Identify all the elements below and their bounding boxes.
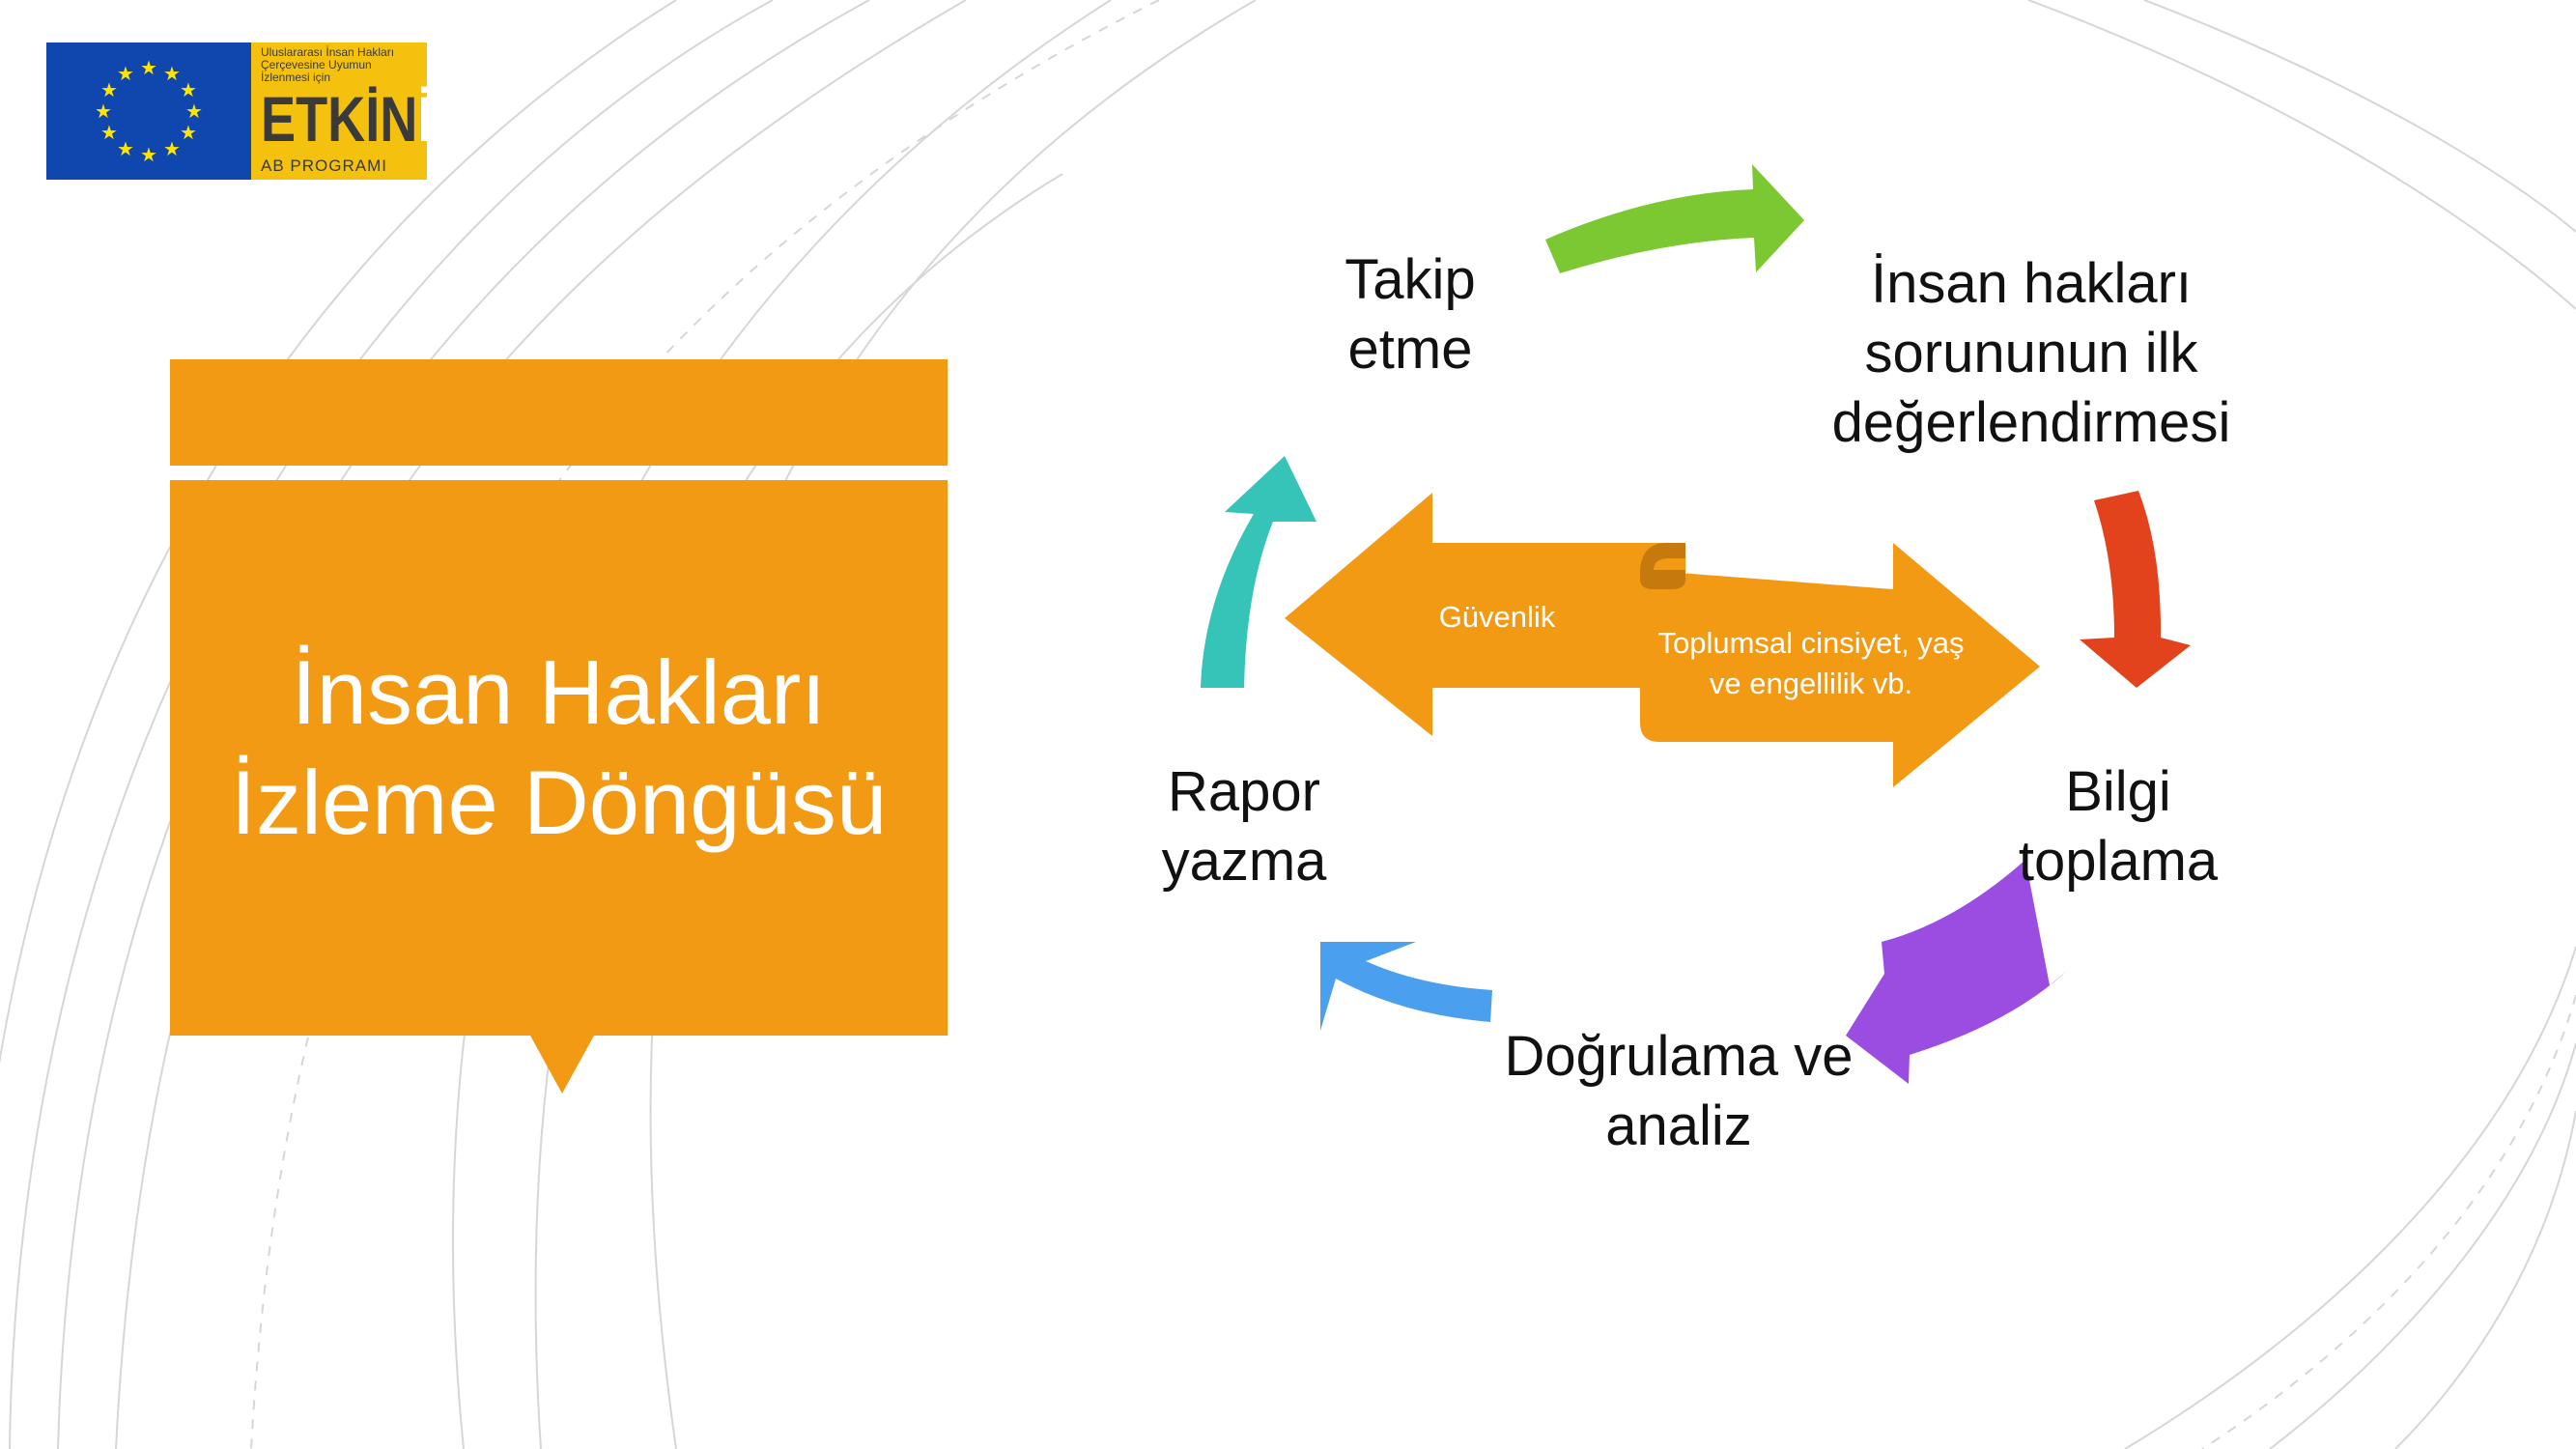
cycle-step-verification-analysis: Doğrulama ve analiz (1504, 1025, 1854, 1157)
svg-text:★: ★ (140, 143, 157, 166)
svg-text:★: ★ (117, 62, 134, 85)
svg-text:★: ★ (95, 99, 112, 123)
logo-brand-accent: İZ (417, 83, 427, 155)
cycle-arrow-icon-purple (1846, 860, 2067, 1084)
svg-text:★: ★ (100, 121, 118, 144)
svg-text:★: ★ (180, 121, 197, 144)
svg-text:★: ★ (163, 62, 181, 85)
cycle-step-follow-up: Takip etme (1345, 248, 1476, 381)
center-left-arrow (1285, 493, 1685, 736)
center-right-arrow-label: Toplumsal cinsiyet, yaş ve engellilik vb… (1657, 626, 1965, 700)
svg-text:★: ★ (117, 137, 134, 160)
eu-flag-icon: ★ ★ ★ ★ ★ ★ ★ ★ ★ ★ ★ ★ (46, 43, 251, 180)
cycle-step-information-gathering: Bilgi toplama (2018, 760, 2219, 893)
title-card (170, 480, 948, 1036)
page-title-line-1: İnsan Hakları (291, 641, 827, 743)
logo-tagline-3: İzlenmesi için (261, 71, 331, 84)
cycle-arrow-icon-red (2080, 491, 2191, 688)
logo-tagline-1: Uluslararası İnsan Hakları (261, 45, 395, 59)
title-card-pointer (530, 1036, 594, 1094)
cycle-arrow-icon-green (1545, 164, 1804, 273)
center-left-arrow-label: Güvenlik (1438, 600, 1556, 634)
logo-panel: Uluslararası İnsan Hakları Çerçevesine U… (251, 43, 427, 180)
logo-tagline-2: Çerçevesine Uyumun (261, 58, 372, 71)
svg-text:★: ★ (163, 137, 181, 160)
cycle-step-initial-assessment: İnsan hakları sorununun ilk değerlendirm… (1831, 252, 2231, 454)
logo-brand-main: ETKİN (261, 83, 418, 155)
svg-text:★: ★ (140, 56, 157, 79)
svg-text:★: ★ (100, 78, 118, 101)
logo-brand: ETKİNİZ (261, 87, 427, 151)
etkiniz-logo: ★ ★ ★ ★ ★ ★ ★ ★ ★ ★ ★ ★ Uluslararası İns… (46, 43, 427, 180)
cycle-arrow-icon-blue (1320, 942, 1492, 1031)
page-title-line-2: İzleme Döngüsü (230, 752, 888, 853)
title-accent-strip (170, 359, 948, 466)
svg-text:★: ★ (180, 78, 197, 101)
cycle-step-report-writing: Rapor yazma (1161, 760, 1327, 893)
svg-text:★: ★ (185, 99, 203, 123)
cycle-arrow-icon-teal (1201, 456, 1316, 688)
page-title: İnsan Hakları İzleme Döngüsü (170, 638, 948, 858)
logo-subtitle: AB PROGRAMI (261, 156, 387, 175)
center-right-arrow (1640, 543, 2040, 787)
